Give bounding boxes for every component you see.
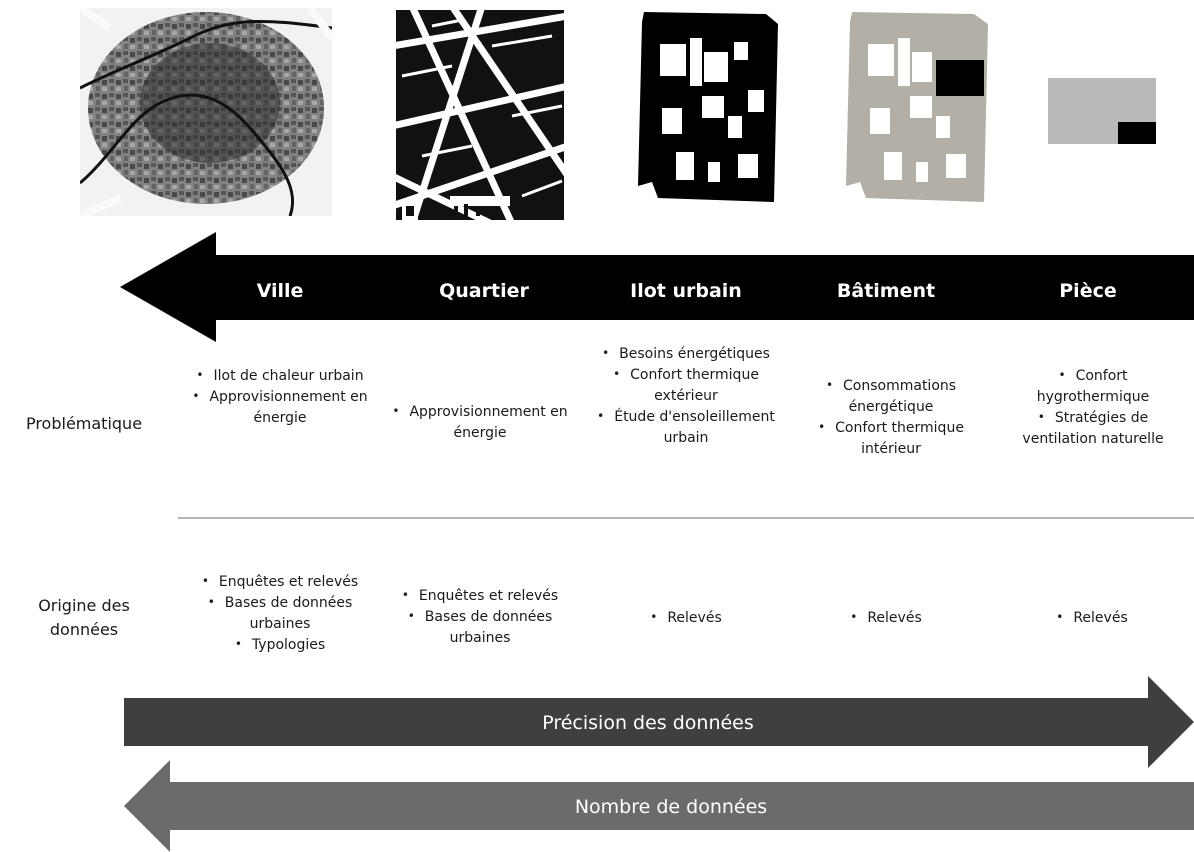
- district-map-image: [392, 6, 568, 224]
- problematique-batiment: Consommations énergétique Confort thermi…: [796, 376, 986, 460]
- problematique-quartier: Approvisionnement en énergie: [380, 402, 580, 444]
- city-map-image: [80, 8, 332, 216]
- list-item: Ilot de chaleur urbain: [180, 366, 380, 387]
- origine-ilot-urbain: Relevés: [596, 608, 776, 629]
- list-item: Bases de données urbaines: [180, 593, 380, 635]
- problematique-ilot-urbain: Besoins énergétiques Confort thermique e…: [593, 344, 779, 449]
- scale-label-ville: Ville: [256, 280, 304, 302]
- list-item: Enquêtes et relevés: [380, 586, 580, 607]
- list-item: Enquêtes et relevés: [180, 572, 380, 593]
- list-item: Confort hygrothermique: [1018, 366, 1168, 408]
- row-header-origine: Origine des données: [14, 594, 154, 642]
- urban-block-image: [638, 12, 778, 202]
- list-item: Confort thermique extérieur: [593, 365, 779, 407]
- list-item: Étude d'ensoleillement urbain: [593, 407, 779, 449]
- precision-arrow-label: Précision des données: [542, 712, 754, 734]
- building-image: [846, 12, 988, 202]
- row-header-origine-text: Origine des données: [38, 596, 130, 639]
- origine-batiment: Relevés: [796, 608, 976, 629]
- row-divider: [178, 517, 1194, 519]
- list-item: Stratégies de ventilation naturelle: [1018, 408, 1168, 450]
- scale-label-batiment: Bâtiment: [836, 280, 936, 302]
- list-item: Relevés: [596, 608, 776, 629]
- list-item: Consommations énergétique: [796, 376, 986, 418]
- list-item: Approvisionnement en énergie: [380, 402, 580, 444]
- list-item: Confort thermique intérieur: [796, 418, 986, 460]
- scale-label-ilot-urbain: Ilot urbain: [630, 280, 742, 302]
- list-item: Bases de données urbaines: [380, 607, 580, 649]
- nombre-arrow-label: Nombre de données: [574, 796, 768, 818]
- origine-ville: Enquêtes et relevés Bases de données urb…: [180, 572, 380, 656]
- list-item: Approvisionnement en énergie: [180, 387, 380, 429]
- room-image: [1048, 78, 1156, 144]
- list-item: Typologies: [180, 635, 380, 656]
- origine-piece: Relevés: [1002, 608, 1182, 629]
- scale-label-piece: Pièce: [1059, 280, 1117, 302]
- row-header-problematique: Problématique: [25, 414, 143, 433]
- origine-quartier: Enquêtes et relevés Bases de données urb…: [380, 586, 580, 649]
- problematique-ville: Ilot de chaleur urbain Approvisionnement…: [180, 366, 380, 429]
- scale-label-quartier: Quartier: [439, 280, 529, 302]
- list-item: Besoins énergétiques: [593, 344, 779, 365]
- list-item: Relevés: [1002, 608, 1182, 629]
- problematique-piece: Confort hygrothermique Stratégies de ven…: [1018, 366, 1168, 450]
- list-item: Relevés: [796, 608, 976, 629]
